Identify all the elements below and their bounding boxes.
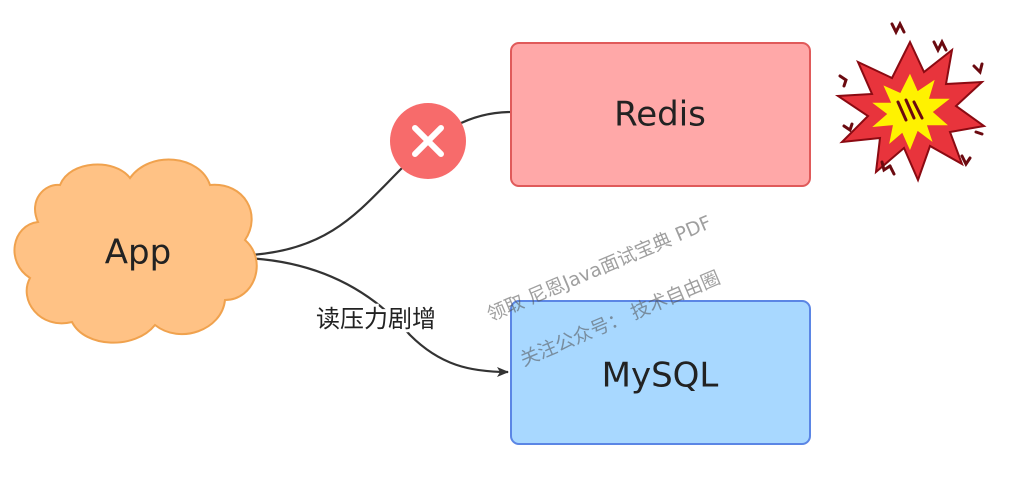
mysql-box xyxy=(510,300,811,445)
edge-label-pressure: 读压力剧增 xyxy=(316,305,436,333)
edge-app-to-redis xyxy=(249,110,513,257)
node-mysql: MySQL xyxy=(510,300,811,445)
close-icon xyxy=(390,103,466,179)
explosion-icon xyxy=(834,20,987,183)
redis-label: Redis xyxy=(614,95,706,135)
mysql-label: MySQL xyxy=(602,356,719,396)
app-label: App xyxy=(105,233,171,273)
app-cloud-shape xyxy=(13,158,258,344)
node-app: App xyxy=(13,158,258,344)
redis-box xyxy=(510,42,811,187)
node-redis: Redis xyxy=(510,42,811,187)
edge-app-to-mysql xyxy=(245,256,509,377)
